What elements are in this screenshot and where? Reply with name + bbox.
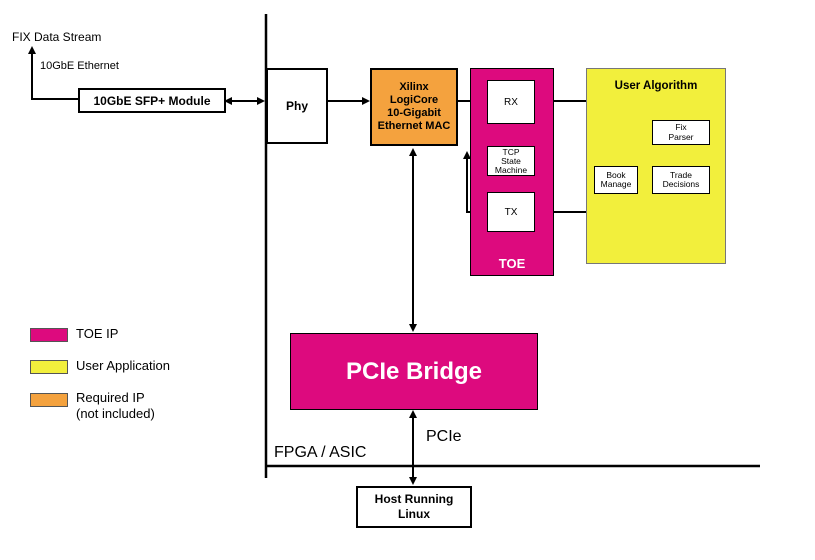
tx-box: TX xyxy=(487,192,535,232)
book-manage-line-2: Manage xyxy=(600,179,632,189)
mac-line-1: Xilinx xyxy=(399,81,429,93)
tcp-box: TCP State Machine xyxy=(487,146,535,176)
legend-label-toe-ip: TOE IP xyxy=(76,326,119,341)
sfp-module-box: 10GbE SFP+ Module xyxy=(78,88,226,113)
legend-swatch-user-app xyxy=(30,360,68,374)
legend-label-required-ip: Required IP xyxy=(76,390,145,405)
fpga-asic-label: FPGA / ASIC xyxy=(274,444,367,461)
toe-title: TOE xyxy=(498,256,526,271)
fix-parser-line-2: Parser xyxy=(668,131,694,142)
host-line-1: Host Running xyxy=(374,492,454,506)
legend-swatch-required-ip xyxy=(30,393,68,407)
legend-sublabel-required-ip: (not included) xyxy=(76,406,155,421)
trade-decisions-line-2: Decisions xyxy=(662,179,700,189)
host-line-2: Linux xyxy=(398,507,430,521)
fix-stream-label: FIX Data Stream xyxy=(12,30,102,44)
mac-line-2: LogiCore xyxy=(389,94,439,106)
trade-decisions-box: Trade Decisions xyxy=(652,166,710,194)
pcie-link-label: PCIe xyxy=(426,428,462,445)
rx-box: RX xyxy=(487,80,535,124)
pcie-bridge-box: PCIe Bridge xyxy=(290,333,538,410)
tx-label: TX xyxy=(504,206,518,218)
phy-label: Phy xyxy=(285,99,308,113)
tcp-line-1: TCP xyxy=(502,146,520,157)
pcie-bridge-label: PCIe Bridge xyxy=(345,357,483,385)
fix-parser-box: Fix Parser xyxy=(652,120,710,145)
fix-parser-line-1: Fix xyxy=(675,122,687,132)
mac-box: Xilinx LogiCore 10-Gigabit Ethernet MAC xyxy=(370,68,458,146)
book-manage-line-1: Book xyxy=(606,169,626,180)
legend: TOE IP User Application Required IP (not… xyxy=(30,320,230,430)
legend-label-user-app: User Application xyxy=(76,358,170,373)
sfp-module-label: 10GbE SFP+ Module xyxy=(93,93,211,108)
trade-decisions-line-1: Trade xyxy=(670,169,692,180)
mac-line-4: Ethernet MAC xyxy=(377,120,451,132)
mac-line-3: 10-Gigabit xyxy=(387,107,441,119)
user-algorithm-title: User Algorithm xyxy=(614,80,698,92)
fix-stream-arrow xyxy=(28,46,78,100)
host-box: Host Running Linux xyxy=(356,486,472,528)
book-manage-box: Book Manage xyxy=(594,166,638,194)
rx-label: RX xyxy=(504,96,518,108)
phy-box: Phy xyxy=(266,68,328,144)
legend-swatch-toe-ip xyxy=(30,328,68,342)
ethernet-label: 10GbE Ethernet xyxy=(40,60,119,72)
tcp-line-3: Machine xyxy=(494,164,528,175)
tcp-line-2: State xyxy=(501,155,521,166)
